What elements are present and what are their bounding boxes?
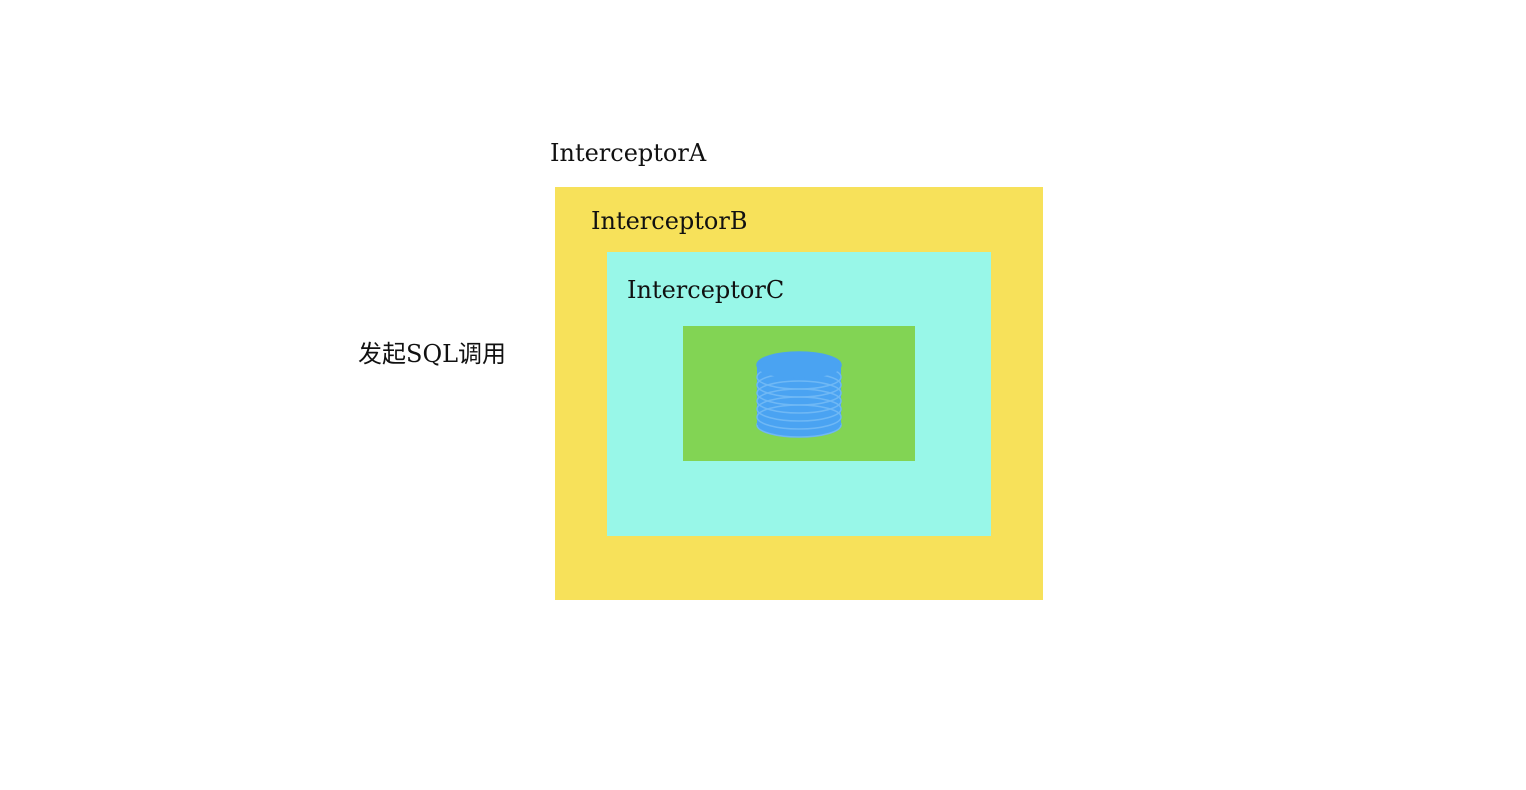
interceptor-c-label: InterceptorC xyxy=(627,276,785,304)
call-arrow xyxy=(338,388,722,400)
database-icon xyxy=(756,351,842,438)
sql-call-label: 发起SQL调用 xyxy=(358,340,507,368)
interceptor-b-label: InterceptorB xyxy=(591,207,748,235)
interceptor-a-label: InterceptorA xyxy=(550,139,707,167)
